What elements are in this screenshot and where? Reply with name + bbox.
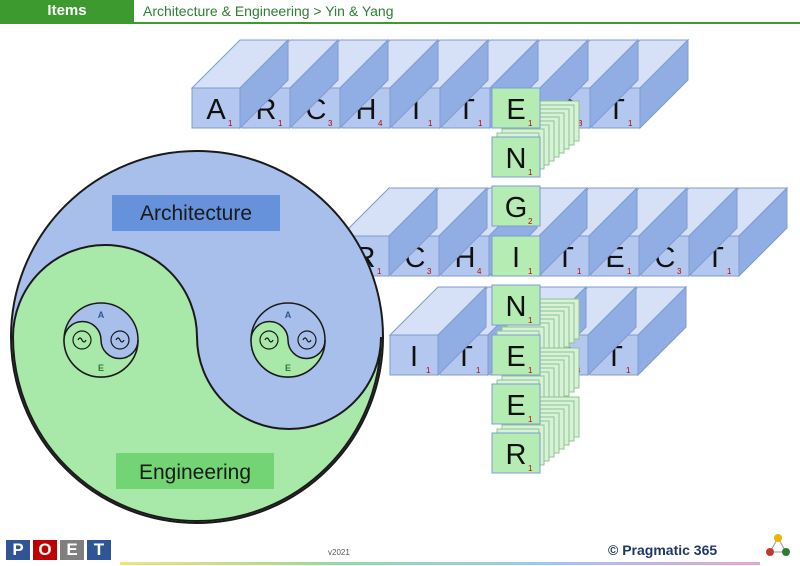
mini-yin-yang-right: AE	[250, 302, 326, 378]
architecture-label: Architecture	[140, 202, 252, 225]
tile-letter: E	[506, 94, 525, 126]
tile-letter: N	[506, 143, 527, 175]
engineering-label-box: Engineering	[116, 453, 274, 489]
tile-score: 1	[528, 316, 533, 325]
mini-label-e: E	[98, 363, 104, 373]
tile-letter: E	[506, 341, 525, 373]
mini-label-a: A	[98, 310, 105, 320]
tile-score: 1	[528, 464, 533, 473]
tile-score: 1	[377, 267, 382, 276]
brand-label: © Pragmatic 365	[608, 542, 718, 558]
tile-score: 1	[528, 168, 533, 177]
tile-score: 3	[328, 119, 333, 128]
version-label: v2021	[328, 548, 350, 557]
mini-label-e: E	[285, 363, 291, 373]
tile-score: 1	[228, 119, 233, 128]
letter-tiles: T1C3E1T1I1H4C3R1A1T1C3E1T1I1H4C3R1T1C3E1…	[190, 38, 789, 474]
mini-label-a: A	[285, 310, 292, 320]
tile-letter: I	[412, 94, 420, 126]
items-tab[interactable]: Items	[0, 0, 134, 22]
engineering-label: Engineering	[139, 461, 251, 484]
mini-yin-yang-left: AE	[63, 302, 139, 378]
tile-score: 1	[528, 366, 533, 375]
architecture-label-box: Architecture	[112, 195, 280, 231]
breadcrumb: Architecture & Engineering > Yin & Yang	[143, 3, 394, 19]
tile-score: 1	[528, 415, 533, 424]
tile-letter: I	[410, 341, 418, 373]
poet-letter: T	[87, 540, 111, 560]
tile-score: 1	[628, 119, 633, 128]
tile-score: 1	[577, 267, 582, 276]
tile-score: 1	[626, 366, 631, 375]
tile-score: 1	[727, 267, 732, 276]
tile-letter: E	[506, 390, 525, 422]
header-bar: Items Architecture & Engineering > Yin &…	[0, 0, 800, 24]
yin-yang-circle: Architecture Engineering AE AE	[10, 150, 384, 524]
tile-score: 1	[478, 119, 483, 128]
poet-letter: E	[60, 540, 84, 560]
tile-letter: R	[506, 439, 527, 471]
footer-rule	[120, 562, 760, 565]
tile-score: 1	[627, 267, 632, 276]
tile-letter: A	[206, 94, 226, 126]
tile-score: 3	[427, 267, 432, 276]
tile-score: 1	[428, 119, 433, 128]
tile-score: 3	[677, 267, 682, 276]
tile-score: 1	[476, 366, 481, 375]
tile-score: 4	[378, 119, 383, 128]
pragmatic-logo-icon	[766, 534, 790, 556]
tile-score: 3	[578, 119, 583, 128]
poet-letter: P	[6, 540, 30, 560]
poet-logo: P O E T	[6, 540, 111, 560]
tile-letter: I	[512, 242, 520, 274]
tile-score: 1	[528, 119, 533, 128]
tile-score: 1	[426, 366, 431, 375]
poet-letter: O	[33, 540, 57, 560]
tile-letter: G	[505, 192, 528, 224]
tile-score: 1	[278, 119, 283, 128]
tile-letter: N	[506, 291, 527, 323]
tile-score: 1	[528, 267, 533, 276]
tile-score: 2	[528, 217, 533, 226]
tile-score: 4	[477, 267, 482, 276]
